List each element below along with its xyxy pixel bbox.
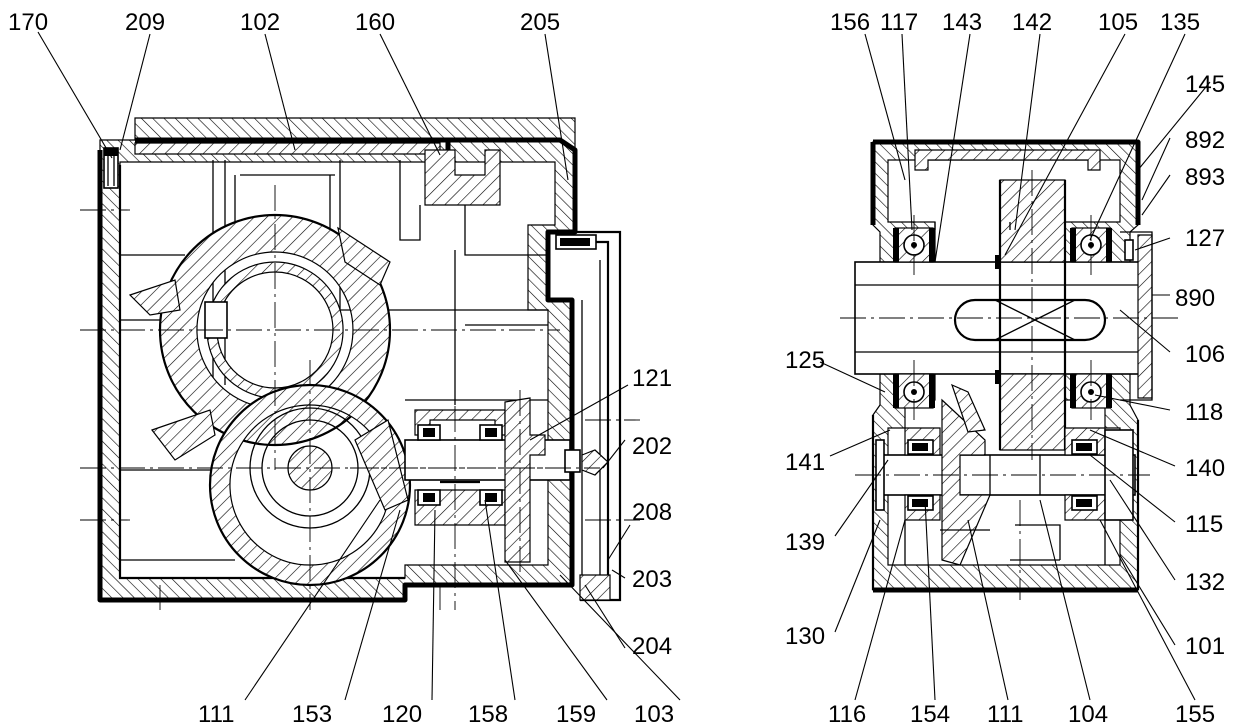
label-121: 121 xyxy=(632,365,672,392)
label-130: 130 xyxy=(785,623,825,650)
label-160: 160 xyxy=(355,9,395,36)
label-115: 115 xyxy=(1185,511,1223,538)
cover-boss xyxy=(424,149,501,206)
intermediate-shaft xyxy=(404,409,581,526)
label-111-left: 111 xyxy=(198,701,234,728)
label-120: 120 xyxy=(382,701,422,728)
top-cover-right xyxy=(914,149,1101,171)
bevel-gear-right xyxy=(941,398,991,566)
left-leaders xyxy=(37,31,681,701)
label-141: 141 xyxy=(785,449,825,476)
label-116: 116 xyxy=(828,701,866,728)
label-127: 127 xyxy=(1185,225,1225,252)
label-139: 139 xyxy=(785,529,825,556)
left-section-view xyxy=(37,31,681,701)
label-202: 202 xyxy=(632,433,672,460)
label-135: 135 xyxy=(1160,9,1200,36)
label-132: 132 xyxy=(1185,569,1225,596)
label-204: 204 xyxy=(632,633,672,660)
label-155: 155 xyxy=(1175,701,1215,728)
end-cover xyxy=(1137,234,1153,399)
label-143: 143 xyxy=(942,9,982,36)
label-205: 205 xyxy=(520,9,560,36)
keyway xyxy=(204,301,228,339)
label-158: 158 xyxy=(468,701,508,728)
label-101: 101 xyxy=(1185,633,1225,660)
label-103: 103 xyxy=(634,701,674,728)
spur-gear xyxy=(504,397,546,563)
label-111-right: 111 xyxy=(987,701,1023,728)
label-117: 117 xyxy=(880,9,918,36)
bevel-pinion xyxy=(354,419,409,511)
label-125: 125 xyxy=(785,347,825,374)
label-106: 106 xyxy=(1185,341,1225,368)
label-154: 154 xyxy=(910,701,950,728)
label-208: 208 xyxy=(632,499,672,526)
label-102: 102 xyxy=(240,9,280,36)
label-893: 893 xyxy=(1185,164,1225,191)
label-209: 209 xyxy=(125,9,165,36)
label-170: 170 xyxy=(8,9,48,36)
label-892: 892 xyxy=(1185,127,1225,154)
label-118: 118 xyxy=(1185,399,1223,426)
label-105: 105 xyxy=(1098,9,1138,36)
side-cover xyxy=(555,230,622,602)
label-145: 145 xyxy=(1185,71,1225,98)
label-203: 203 xyxy=(632,566,672,593)
label-142: 142 xyxy=(1012,9,1052,36)
part-labels: 170 209 102 160 205 121 202 208 203 204 … xyxy=(8,9,1225,728)
label-153: 153 xyxy=(292,701,332,728)
right-leaders xyxy=(819,33,1211,701)
label-156: 156 xyxy=(830,9,870,36)
label-140: 140 xyxy=(1185,455,1225,482)
right-section-view xyxy=(819,33,1211,701)
label-159: 159 xyxy=(556,701,596,728)
label-104: 104 xyxy=(1068,701,1108,728)
label-890: 890 xyxy=(1175,285,1215,312)
breather-plug xyxy=(103,147,119,189)
